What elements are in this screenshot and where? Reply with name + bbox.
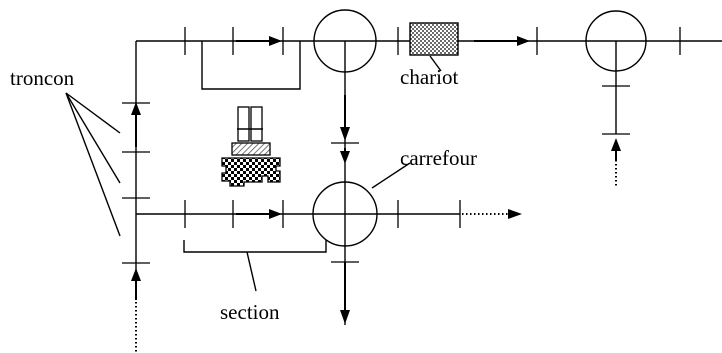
section-leader xyxy=(246,251,257,292)
section-bracket-bottom xyxy=(183,240,327,253)
troncon-leaders xyxy=(65,92,121,237)
chariot-label: chariot xyxy=(400,65,458,89)
central-arrow-2 xyxy=(340,151,350,164)
carrefour-leader xyxy=(371,162,411,189)
section-label: section xyxy=(220,300,280,324)
chariot-leader xyxy=(429,55,442,72)
junction-top-center xyxy=(313,9,377,73)
right-branch-track xyxy=(602,41,630,188)
chariot-vehicle xyxy=(409,22,459,56)
section-bracket-top xyxy=(201,41,301,90)
carrefour-label: carrefour xyxy=(400,146,477,170)
middle-track xyxy=(136,200,522,228)
left-track xyxy=(122,41,150,352)
middle-exit-arrow xyxy=(508,209,522,219)
workstation-icon xyxy=(221,106,281,187)
troncon-label: troncon xyxy=(10,66,75,90)
central-track xyxy=(331,41,359,325)
junction-carrefour xyxy=(312,181,378,247)
